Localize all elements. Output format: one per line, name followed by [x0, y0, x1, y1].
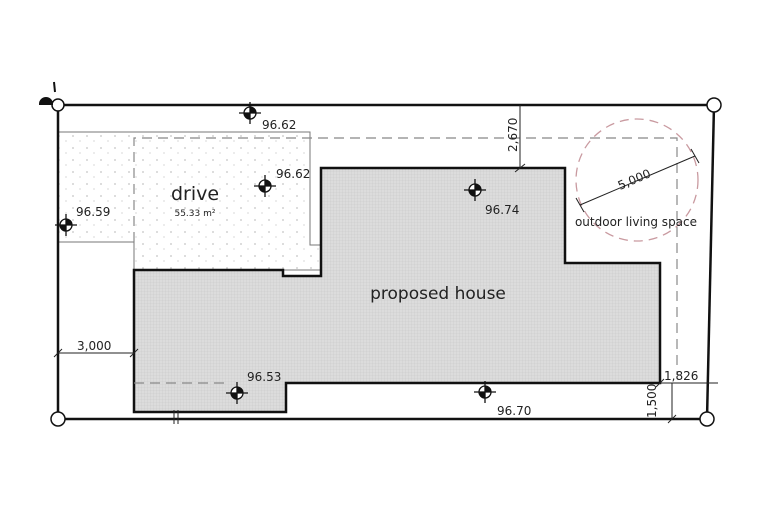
- outdoor-living-circle: [575, 118, 699, 242]
- setback-line: [133, 137, 678, 384]
- level-label: 96.53: [247, 370, 281, 384]
- dim-right-setback: 1,826: [664, 369, 698, 383]
- north-arrow-icon: [38, 81, 56, 105]
- level-marker-icon: [254, 175, 276, 197]
- dim-side-setback: 3,000: [77, 339, 111, 353]
- outdoor-living-label: outdoor living space: [575, 215, 697, 229]
- site-boundary: [56, 103, 716, 421]
- dimension-lines: [53, 105, 718, 424]
- dim-bottom-setback: 1,500: [645, 384, 659, 418]
- level-marker-icon: [239, 102, 261, 124]
- proposed-house: [132, 166, 662, 414]
- dim-outdoor-diameter: 5,000: [616, 166, 653, 192]
- drive-label: drive: [171, 183, 219, 205]
- level-label: 96.74: [485, 203, 519, 217]
- level-marker-icon: [55, 214, 77, 236]
- level-label: 96.59: [76, 205, 110, 219]
- level-label: 96.70: [497, 404, 531, 418]
- house-label: proposed house: [370, 284, 506, 304]
- level-label: 96.62: [276, 167, 310, 181]
- drive-area-label: 55.33 m²: [174, 209, 215, 219]
- level-marker-icon: [464, 179, 486, 201]
- level-marker-icon: [226, 382, 248, 404]
- level-marker-icon: [474, 381, 496, 403]
- level-label: 96.62: [262, 118, 296, 132]
- dim-top-setback: 2,670: [506, 118, 520, 152]
